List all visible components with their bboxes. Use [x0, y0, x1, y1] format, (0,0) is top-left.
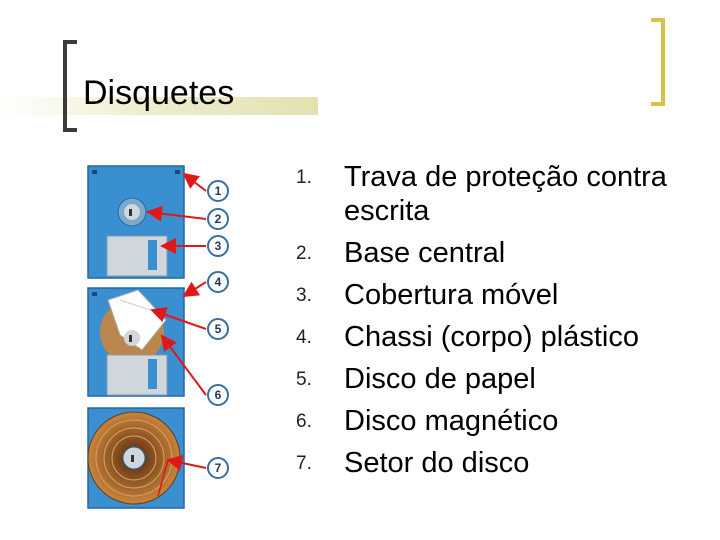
svg-text:7: 7	[215, 461, 222, 475]
list-item-number: 1.	[296, 167, 312, 188]
list-item: 2. Base central	[296, 236, 706, 270]
callout-7: 7	[207, 457, 229, 479]
callout-2: 2	[207, 208, 229, 230]
callout-1: 1	[207, 180, 229, 202]
list-item: 5. Disco de papel	[296, 362, 706, 396]
floppy-disk-diagram: 1 2 3 4 5 6 7	[87, 165, 229, 509]
svg-text:6: 6	[215, 388, 222, 402]
list-item-number: 4.	[296, 327, 312, 348]
list-item: 4. Chassi (corpo) plástico	[296, 320, 706, 354]
callout-markers: 1 2 3 4 5 6 7	[207, 180, 229, 479]
list-item: 6. Disco magnético	[296, 404, 706, 438]
floppy-disk-media	[87, 407, 185, 509]
floppy-disk-closed	[87, 165, 185, 279]
parts-list: 1. Trava de proteção contra escrita 2. B…	[296, 160, 706, 488]
list-item-text: Disco de papel	[344, 363, 536, 395]
svg-text:2: 2	[215, 212, 222, 226]
list-item-number: 7.	[296, 453, 312, 474]
list-item: 3. Cobertura móvel	[296, 278, 706, 312]
title-underline	[0, 97, 318, 115]
list-item-text: Base central	[344, 237, 506, 269]
svg-text:5: 5	[215, 322, 222, 336]
title-bracket-left	[63, 40, 77, 132]
callout-6: 6	[207, 384, 229, 406]
callout-3: 3	[207, 235, 229, 257]
title-bracket-right	[651, 18, 665, 106]
list-item-number: 2.	[296, 243, 312, 264]
list-item-text: Cobertura móvel	[344, 279, 559, 311]
list-item-text: Chassi (corpo) plástico	[344, 321, 639, 353]
list-item: 1. Trava de proteção contra escrita	[296, 160, 706, 228]
list-item: 7. Setor do disco	[296, 446, 706, 480]
list-item-text: Trava de proteção contra escrita	[344, 161, 667, 227]
svg-text:1: 1	[215, 184, 222, 198]
page-title: Disquetes	[83, 74, 235, 112]
floppy-disk-cutaway	[87, 287, 185, 397]
callout-5: 5	[207, 318, 229, 340]
list-item-number: 6.	[296, 411, 312, 432]
callout-4: 4	[207, 271, 229, 293]
svg-text:4: 4	[215, 275, 222, 289]
list-item-text: Setor do disco	[344, 447, 530, 479]
callout-arrows	[146, 172, 207, 471]
list-item-number: 3.	[296, 285, 312, 306]
svg-text:3: 3	[215, 239, 222, 253]
list-item-text: Disco magnético	[344, 405, 559, 437]
list-item-number: 5.	[296, 369, 312, 390]
